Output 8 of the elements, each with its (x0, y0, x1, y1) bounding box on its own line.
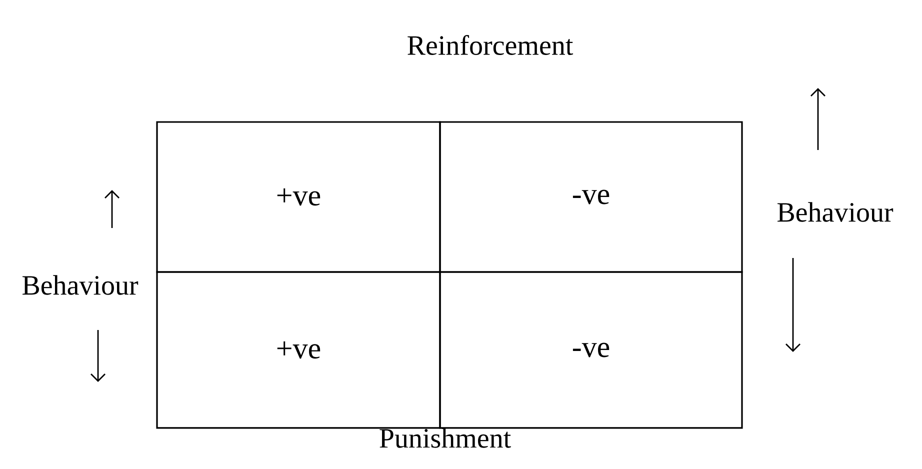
grid-cell: -ve (439, 121, 743, 273)
label-text: Behaviour (22, 275, 138, 295)
grid-cell: +ve (156, 121, 441, 273)
grid-cell: -ve (439, 271, 743, 429)
label-text: Behaviour (777, 202, 894, 222)
label-text: Reinforcement (408, 35, 574, 55)
grid-cell: +ve (156, 271, 441, 429)
label-text: Punishment (380, 428, 511, 448)
